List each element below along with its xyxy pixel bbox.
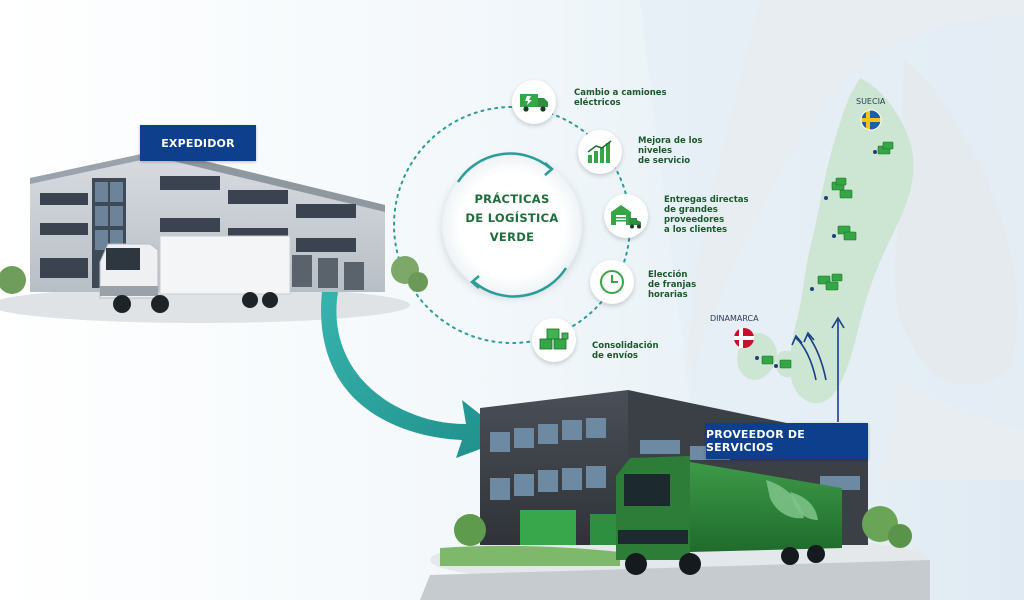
center-title: PRÁCTICAS DE LOGÍSTICA VERDE [452,190,572,247]
center-title-line-3: VERDE [489,230,535,244]
practice-service-levels [578,130,622,174]
bar-chart-icon [587,140,612,163]
provider-warehouse [420,390,930,600]
denmark-label: DINAMARCA [710,314,759,323]
warehouse-delivery-icon [611,205,641,229]
shipper-badge: EXPEDIDOR [140,125,256,161]
practice-time-slots [590,260,634,304]
practice-direct-deliveries [604,194,648,238]
sweden-label: SUECIA [856,97,886,106]
sweden-flag-icon [860,109,882,131]
provider-badge: PROVEEDOR DE SERVICIOS [706,423,868,459]
practice-electric-trucks [512,80,556,124]
denmark-flag-icon [734,328,754,348]
center-title-line-1: PRÁCTICAS [474,192,550,206]
electric-truck-icon [520,94,548,112]
scandinavia-map [640,0,1024,480]
center-circle [441,152,583,298]
map-box-markers [761,141,894,369]
clock-icon [600,270,624,294]
map-location-dots [755,150,877,368]
center-title-line-2: DE LOGÍSTICA [465,211,559,225]
shipper-warehouse [0,150,428,323]
boxes-icon [539,328,569,350]
practice-consolidation [532,318,576,362]
